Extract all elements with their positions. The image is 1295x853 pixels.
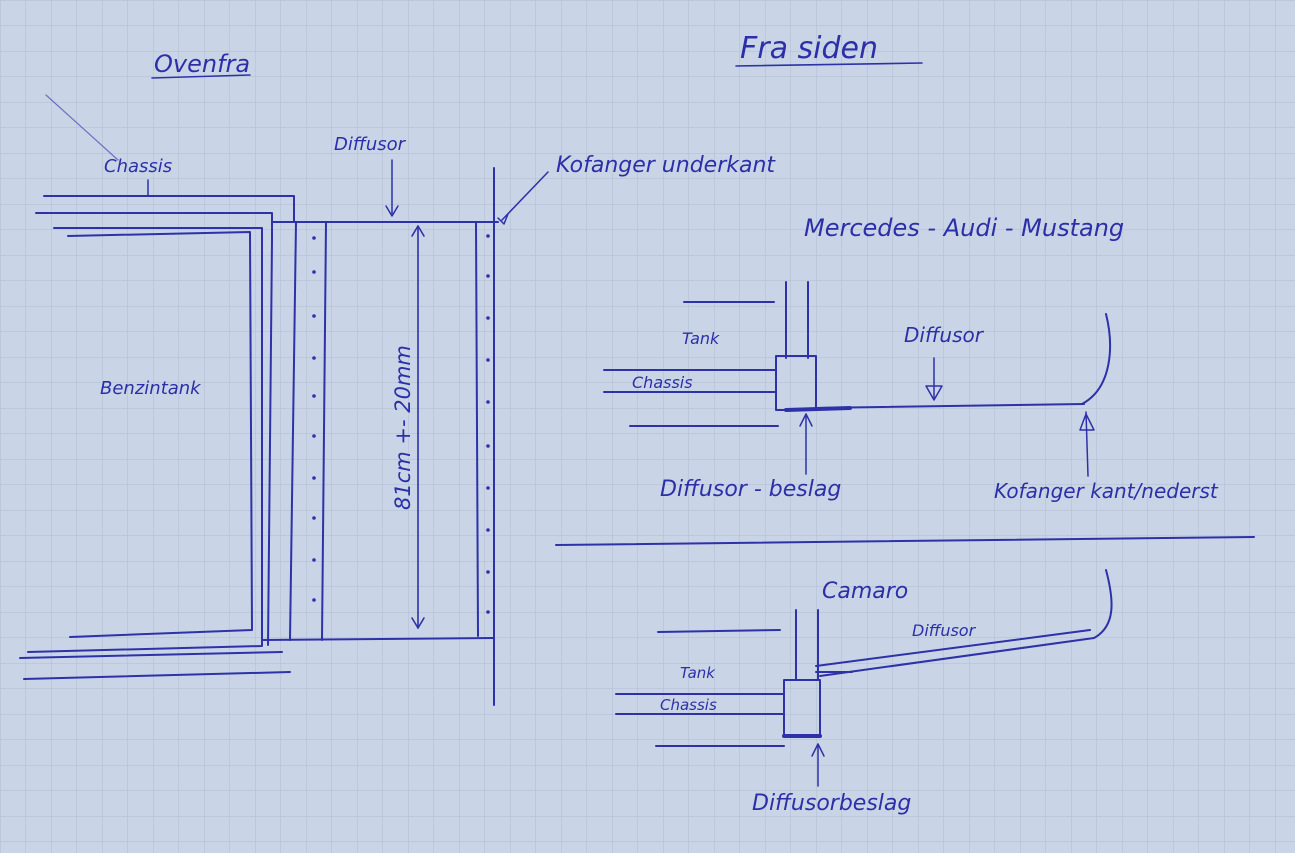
sv1-mount-label: Diffusor - beslag bbox=[660, 477, 841, 502]
diffuser-right-strip bbox=[475, 221, 479, 637]
side-view-1-drawing bbox=[603, 62, 1111, 477]
fuel-tank-outline bbox=[67, 231, 253, 638]
dimension-label: 81cm +- 20mm bbox=[391, 345, 415, 510]
sv2-diffuser-line-2 bbox=[819, 637, 1095, 677]
chassis-bottom-rail-2 bbox=[23, 671, 291, 680]
bumper-lower-edge-label: Kofanger underkant bbox=[556, 153, 776, 178]
chassis-bottom-rail-1 bbox=[19, 651, 283, 659]
sv2-heading: Camaro bbox=[822, 579, 908, 604]
side-view-2-drawing bbox=[615, 569, 1113, 787]
sv1-mount-arrowhead bbox=[799, 413, 813, 427]
sv2-chassis-label: Chassis bbox=[660, 696, 717, 714]
sv1-heading: Mercedes - Audi - Mustang bbox=[804, 214, 1124, 242]
sv2-bumper-curve bbox=[1093, 569, 1113, 639]
mount-hole-dots bbox=[312, 234, 490, 614]
sv1-diffusor-arrowhead bbox=[925, 385, 943, 401]
sv2-diffuser-line-1 bbox=[815, 629, 1091, 667]
fuel-tank-label: Benzintank bbox=[100, 378, 202, 399]
sv2-tank-top-line bbox=[657, 629, 781, 633]
sv1-bumper-label: Kofanger kant/nederst bbox=[994, 479, 1219, 503]
sv1-bumper-curve bbox=[1081, 313, 1111, 405]
sv2-mount-label: Diffusorbeslag bbox=[752, 791, 911, 816]
bumper-pointer-arrow bbox=[497, 213, 509, 225]
top-diffusor-label: Diffusor bbox=[334, 134, 407, 155]
side-view-title: Fra siden bbox=[740, 31, 878, 66]
top-view-title: Ovenfra bbox=[154, 50, 250, 78]
sv1-bumper-pointer bbox=[1085, 411, 1089, 477]
chassis-outline-outer bbox=[43, 195, 295, 223]
top-chassis-label: Chassis bbox=[104, 156, 172, 177]
top-view-title-underline bbox=[151, 74, 251, 79]
sv2-diffusor-label: Diffusor bbox=[912, 621, 977, 640]
diffusor-pointer-arrow bbox=[385, 205, 399, 217]
diagram-labels: Ovenfra Fra siden Chassis Diffusor Kofan… bbox=[100, 31, 1219, 816]
top-view-drawing bbox=[19, 74, 549, 706]
dimension-arrow-top bbox=[411, 225, 425, 237]
mount-strip-inner bbox=[321, 221, 327, 641]
sv1-diffusor-label: Diffusor bbox=[904, 323, 985, 347]
bumper-pointer bbox=[501, 171, 549, 221]
diffuser-bottom-edge bbox=[261, 637, 495, 641]
section-separator bbox=[555, 536, 1255, 546]
side-view-title-underline bbox=[735, 62, 923, 67]
sv1-tank-label: Tank bbox=[682, 329, 720, 348]
sv1-chassis-label: Chassis bbox=[632, 373, 693, 392]
chassis-outline-inner bbox=[27, 227, 263, 653]
sv2-mount-arrowhead bbox=[811, 743, 825, 757]
dimension-arrow-bottom bbox=[411, 617, 425, 629]
chassis-outline-mid bbox=[35, 212, 273, 646]
sv1-bumper-arrowhead bbox=[1079, 413, 1095, 431]
paper-fold-line bbox=[45, 94, 119, 161]
sv2-tank-label: Tank bbox=[680, 664, 716, 682]
sv1-diffuser-line bbox=[815, 403, 1085, 409]
mount-strip-left bbox=[289, 221, 297, 641]
